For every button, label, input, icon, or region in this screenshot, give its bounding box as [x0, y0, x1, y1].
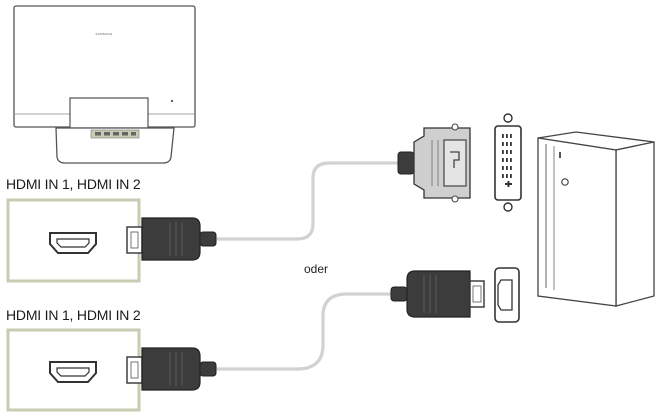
hdmi-port-panel-bottom: [6, 328, 141, 412]
hdmi-port-panel-top: [6, 198, 141, 283]
hdmi-plug-icon: [126, 347, 217, 391]
port-label-bottom: HDMI IN 1, HDMI IN 2: [6, 307, 141, 323]
cable-top: [212, 161, 402, 241]
cable-bottom: [212, 292, 396, 371]
port-label-top: HDMI IN 1, HDMI IN 2: [6, 176, 141, 192]
hdmi-port-icon: [49, 361, 97, 383]
hdmi-port-icon: [494, 267, 520, 323]
dvi-plug-icon: [397, 123, 471, 203]
hdmi-plug-icon: [390, 270, 485, 318]
dvi-port-icon: [494, 113, 522, 212]
pc-tower-icon: [537, 131, 655, 307]
hdmi-plug-icon: [126, 217, 217, 261]
monitor-brand: SAMSUNG: [95, 32, 113, 36]
monitor-stand: [69, 97, 149, 129]
separator-label: oder: [304, 262, 329, 276]
monitor-base: [55, 127, 175, 164]
monitor-icon: SAMSUNG: [13, 5, 196, 164]
hdmi-port-icon: [49, 232, 97, 254]
